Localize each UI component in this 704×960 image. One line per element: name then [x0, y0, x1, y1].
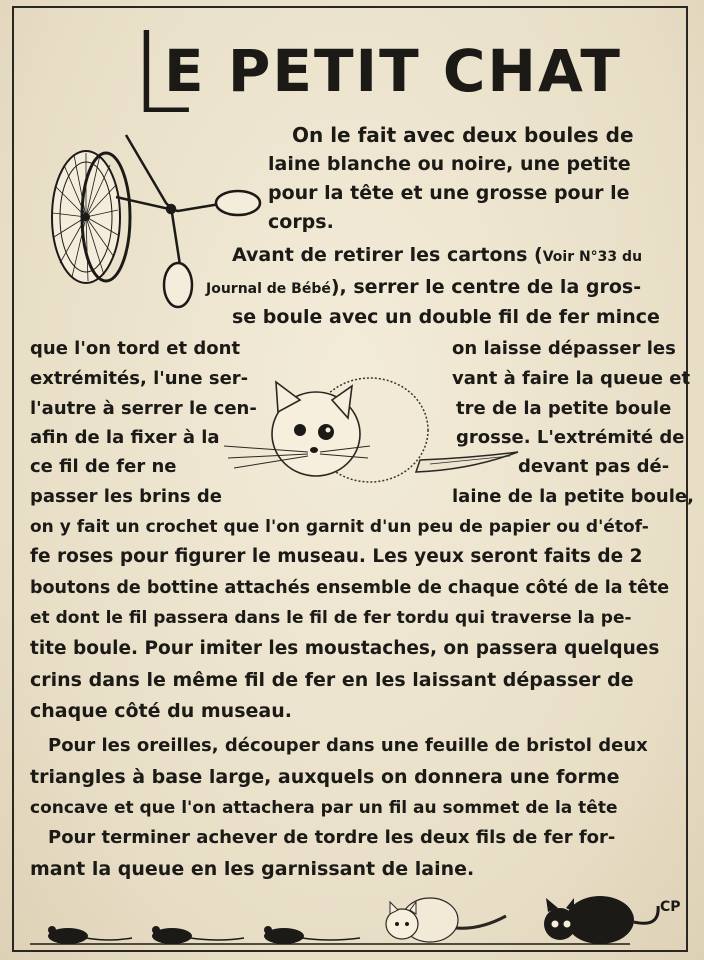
signature: CP: [660, 899, 681, 915]
left-col-4: afin de la fixer à la: [30, 427, 220, 448]
black-cat-drawing: [544, 896, 660, 944]
body-line-7: chaque côté du museau.: [30, 700, 292, 722]
body-line-5: tite boule. Pour imiter les moustaches, …: [30, 638, 660, 659]
pompom-scissors-illustration: [51, 134, 262, 309]
left-col-1: que l'on tord et dont: [30, 338, 241, 359]
mice-cats-border: [30, 896, 660, 945]
para2-line-2-rest: ), serrer le centre de la gros-: [330, 276, 642, 298]
left-col-3: l'autre à serrer le cen-: [30, 398, 257, 419]
intro-line-4: corps.: [268, 211, 334, 233]
para2-ref-1: Voir N°33 du: [542, 249, 643, 265]
para2-line-1: Avant de retirer les cartons (Voir N°33 …: [232, 244, 642, 268]
para2-line-1-start: Avant de retirer les cartons (: [232, 244, 543, 266]
intro-line-1: On le fait avec deux boules de: [292, 123, 634, 147]
right-col-6: laine de la petite boule,: [452, 486, 694, 507]
body-line-3: boutons de bottine attachés ensemble de …: [30, 578, 670, 598]
body-line-1: on y fait un crochet que l'on garnit d'u…: [30, 517, 649, 537]
white-cat-drawing: [385, 897, 507, 943]
left-col-2: extrémités, l'une ser-: [30, 368, 249, 389]
page-frame: [12, 6, 688, 952]
para5-line-1: Pour terminer achever de tordre les deux…: [48, 827, 616, 848]
title-text: E PETIT CHAT: [164, 37, 622, 105]
left-col-6: passer les brins de: [30, 486, 222, 507]
mouse-drawing-2: [152, 926, 245, 944]
page-title: L E PETIT CHAT: [130, 9, 690, 139]
body-line-4: et dont le fil passera dans le fil de fe…: [30, 608, 632, 628]
right-col-5: devant pas dé-: [518, 456, 670, 477]
para4-line-2: triangles à base large, auxquels on donn…: [30, 766, 620, 788]
cat-illustration: [223, 377, 519, 483]
intro-line-2: laine blanche ou noire, une petite: [268, 153, 631, 175]
pompom-drawing: [51, 150, 132, 284]
body-line-2: fe roses pour figurer le museau. Les yeu…: [30, 546, 643, 567]
right-col-1: on laisse dépasser les: [452, 338, 676, 359]
right-col-3: tre de la petite boule: [456, 398, 672, 419]
para4-line-3: concave et que l'on attachera par un fil…: [30, 798, 618, 818]
para2-line-3: se boule avec un double fil de fer mince: [232, 306, 660, 328]
left-col-5: ce fil de fer ne: [30, 456, 177, 477]
para2-line-2: Journal de Bébé), serrer le centre de la…: [206, 276, 641, 300]
para5-line-2: mant la queue en les garnissant de laine…: [30, 858, 475, 880]
intro-line-3: pour la tête et une grosse pour le: [268, 182, 630, 204]
scissors-drawing: [115, 134, 262, 309]
mouse-drawing-1: [48, 926, 133, 944]
para2-ref-2: Journal de Bébé: [206, 281, 331, 297]
mouse-drawing-3: [264, 926, 361, 944]
title-initial: L: [130, 9, 193, 139]
para4-line-1: Pour les oreilles, découper dans une feu…: [48, 735, 648, 756]
cat-head-drawing: [223, 380, 371, 477]
right-col-4: grosse. L'extrémité de: [456, 427, 685, 448]
right-col-2: vant à faire la queue et: [452, 368, 691, 389]
body-line-6: crins dans le même fil de fer en les lai…: [30, 669, 634, 691]
